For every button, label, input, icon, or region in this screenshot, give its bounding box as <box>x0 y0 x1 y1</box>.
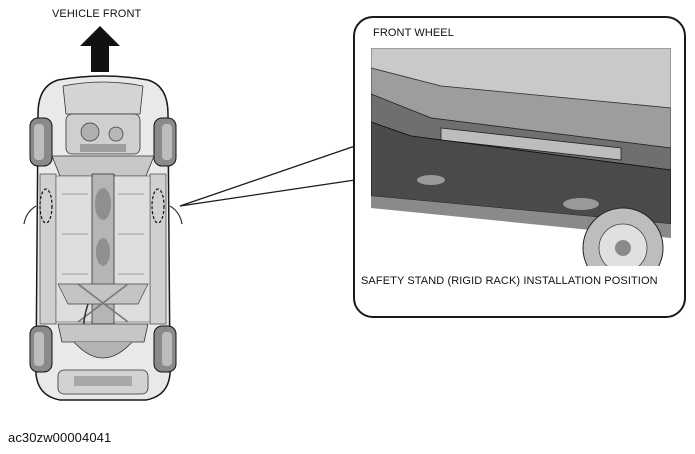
rigid-rack-position-illustration <box>371 48 671 266</box>
front-wheel-label: FRONT WHEEL <box>373 27 454 39</box>
car-underbody-illustration <box>23 75 183 401</box>
diagram-id: ac30zw00004041 <box>8 430 112 445</box>
jack-point-right <box>151 188 165 224</box>
jack-point-left <box>39 188 53 224</box>
arrow-up-icon <box>80 26 120 72</box>
detail-callout-panel: FRONT WHEEL SAFETY STAND (RIGID RACK) IN… <box>353 16 686 318</box>
vehicle-front-label: VEHICLE FRONT <box>52 8 142 20</box>
installation-position-label: SAFETY STAND (RIGID RACK) INSTALLATION P… <box>361 275 658 287</box>
